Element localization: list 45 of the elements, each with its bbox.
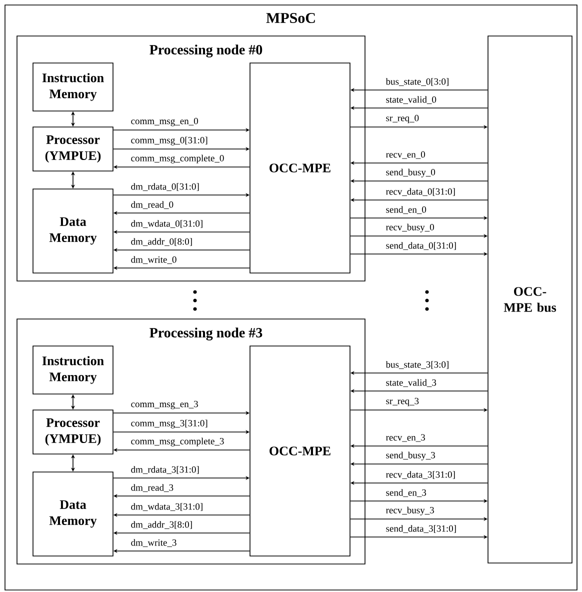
edge-label: sr_req_3 xyxy=(385,397,420,407)
memory-box: Data Memory xyxy=(32,188,114,274)
controller-box: OCC-MPE xyxy=(250,62,350,274)
edge-label: send_busy_0 xyxy=(385,168,436,178)
memory-box: Data Memory xyxy=(32,472,114,556)
edge-label: recv_en_0 xyxy=(385,150,426,160)
edge-label: recv_data_3[31:0] xyxy=(385,470,456,480)
edge-label: dm_read_3 xyxy=(130,484,174,493)
edge-label: send_data_3[31:0] xyxy=(385,524,458,534)
diagram-title: MPSoC xyxy=(266,12,315,24)
edge-label: sr_req_0 xyxy=(385,114,420,124)
edge-label: recv_busy_0 xyxy=(385,223,435,233)
system-frame xyxy=(4,4,578,590)
edge-label: dm_wdata_3[31:0] xyxy=(130,502,204,512)
edge-label: comm_msg_0[31:0] xyxy=(130,136,208,146)
edge-label: recv_en_3 xyxy=(385,434,426,442)
edge-label: recv_busy_3 xyxy=(385,506,435,516)
memory-box: Instruction Memory xyxy=(32,62,114,112)
edge-label: dm_wdata_0[31:0] xyxy=(130,219,204,229)
edge-label: send_data_0[31:0] xyxy=(385,241,458,251)
edge-label: send_en_3 xyxy=(385,488,428,498)
edge-label: state_valid_0 xyxy=(385,96,438,104)
edge-label: comm_msg_3[31:0] xyxy=(130,419,208,429)
edge-label: dm_read_0 xyxy=(130,200,174,210)
processor-box: Processor (YMPUE) xyxy=(32,410,114,454)
edge-label: dm_addr_0[8:0] xyxy=(130,237,194,247)
edge-label: send_busy_3 xyxy=(385,451,436,461)
edge-label: bus_state_3[3:0] xyxy=(385,360,450,370)
edge-label: dm_rdata_3[31:0] xyxy=(130,465,200,475)
edge-label: recv_data_0[31:0] xyxy=(385,187,456,197)
controller-box: OCC-MPE xyxy=(250,346,350,556)
edge-label: dm_write_0 xyxy=(130,256,178,264)
edge-label: state_valid_3 xyxy=(385,378,438,388)
edge-label: comm_msg_en_0 xyxy=(130,117,199,127)
edge-label: dm_addr_3[8:0] xyxy=(130,520,194,530)
edge-label: bus_state_0[3:0] xyxy=(385,77,450,87)
edge-label: comm_msg_complete_0 xyxy=(130,154,225,164)
memory-box: Instruction Memory xyxy=(32,346,114,394)
edge-label: comm_msg_complete_3 xyxy=(130,437,225,447)
edge-label: dm_write_3 xyxy=(130,538,178,548)
bus-box: OCC-MPE bus xyxy=(488,36,572,564)
edge-label: comm_msg_en_3 xyxy=(130,400,199,410)
edge-label: send_en_0 xyxy=(385,206,428,214)
edge-label: dm_rdata_0[31:0] xyxy=(130,182,200,192)
processor-box: Processor (YMPUE) xyxy=(32,126,114,172)
